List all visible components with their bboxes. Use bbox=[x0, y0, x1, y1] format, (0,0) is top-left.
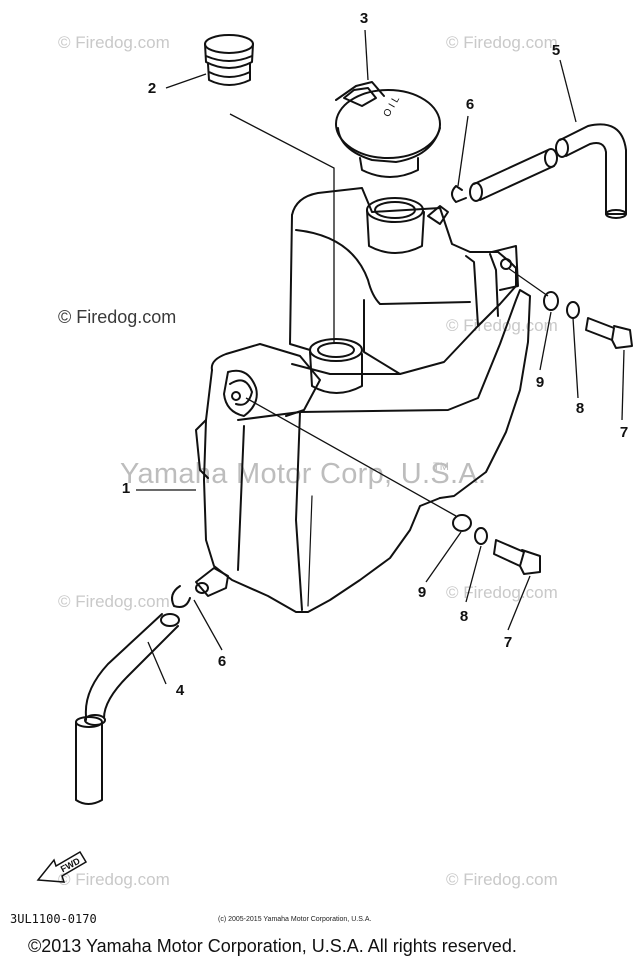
callout-7-lower: 7 bbox=[503, 634, 513, 651]
watermark-bottom-right: © Firedog.com bbox=[446, 870, 558, 889]
callout-2: 2 bbox=[147, 80, 157, 97]
fwd-arrow-icon bbox=[36, 850, 88, 883]
callout-4: 4 bbox=[175, 682, 185, 699]
callout-3: 3 bbox=[359, 10, 369, 27]
callout-1: 1 bbox=[121, 480, 131, 497]
callout-9-lower: 9 bbox=[417, 584, 427, 601]
hose-part-4 bbox=[75, 613, 180, 805]
watermark-top-left: © Firedog.com bbox=[58, 33, 170, 52]
callout-9-upper: 9 bbox=[535, 374, 545, 391]
watermark-left-mid: © Firedog.com bbox=[58, 307, 177, 327]
clip-lower bbox=[171, 585, 191, 608]
callout-6-upper: 6 bbox=[465, 96, 475, 113]
callout-8-upper: 8 bbox=[575, 400, 585, 417]
oil-cap-part-3 bbox=[335, 81, 441, 178]
footer-copyright: ©2013 Yamaha Motor Corporation, U.S.A. A… bbox=[28, 936, 517, 956]
callout-8-lower: 8 bbox=[459, 608, 469, 625]
bolt-7-upper bbox=[585, 317, 633, 349]
watermark-top-right: © Firedog.com bbox=[446, 33, 558, 52]
watermark-tm: TM bbox=[433, 461, 449, 473]
callout-5: 5 bbox=[551, 42, 561, 59]
cap-part-2 bbox=[204, 34, 254, 86]
bolt-7-lower bbox=[493, 539, 541, 575]
hose-part-5 bbox=[469, 123, 627, 219]
callout-6-lower: 6 bbox=[217, 653, 227, 670]
watermark-bottom-left: © Firedog.com bbox=[58, 870, 170, 889]
oil-tank bbox=[195, 187, 531, 613]
leader-lines bbox=[136, 29, 625, 685]
watermark-left-lower: © Firedog.com bbox=[58, 592, 170, 611]
washer-9-upper bbox=[543, 291, 559, 311]
watermark-right-lower: © Firedog.com bbox=[446, 583, 558, 602]
lockwasher-8-upper bbox=[566, 301, 580, 319]
clip-upper bbox=[451, 185, 467, 203]
diagram-code: 3UL1100-0170 bbox=[10, 912, 97, 926]
watermark-brand: Yamaha Motor Corp, U.S.A. bbox=[120, 458, 487, 490]
small-copyright: (c) 2005-2015 Yamaha Motor Corporation, … bbox=[218, 916, 372, 923]
lockwasher-8-lower bbox=[474, 527, 488, 545]
washer-9-lower bbox=[452, 514, 472, 532]
callout-7-upper: 7 bbox=[619, 424, 629, 441]
